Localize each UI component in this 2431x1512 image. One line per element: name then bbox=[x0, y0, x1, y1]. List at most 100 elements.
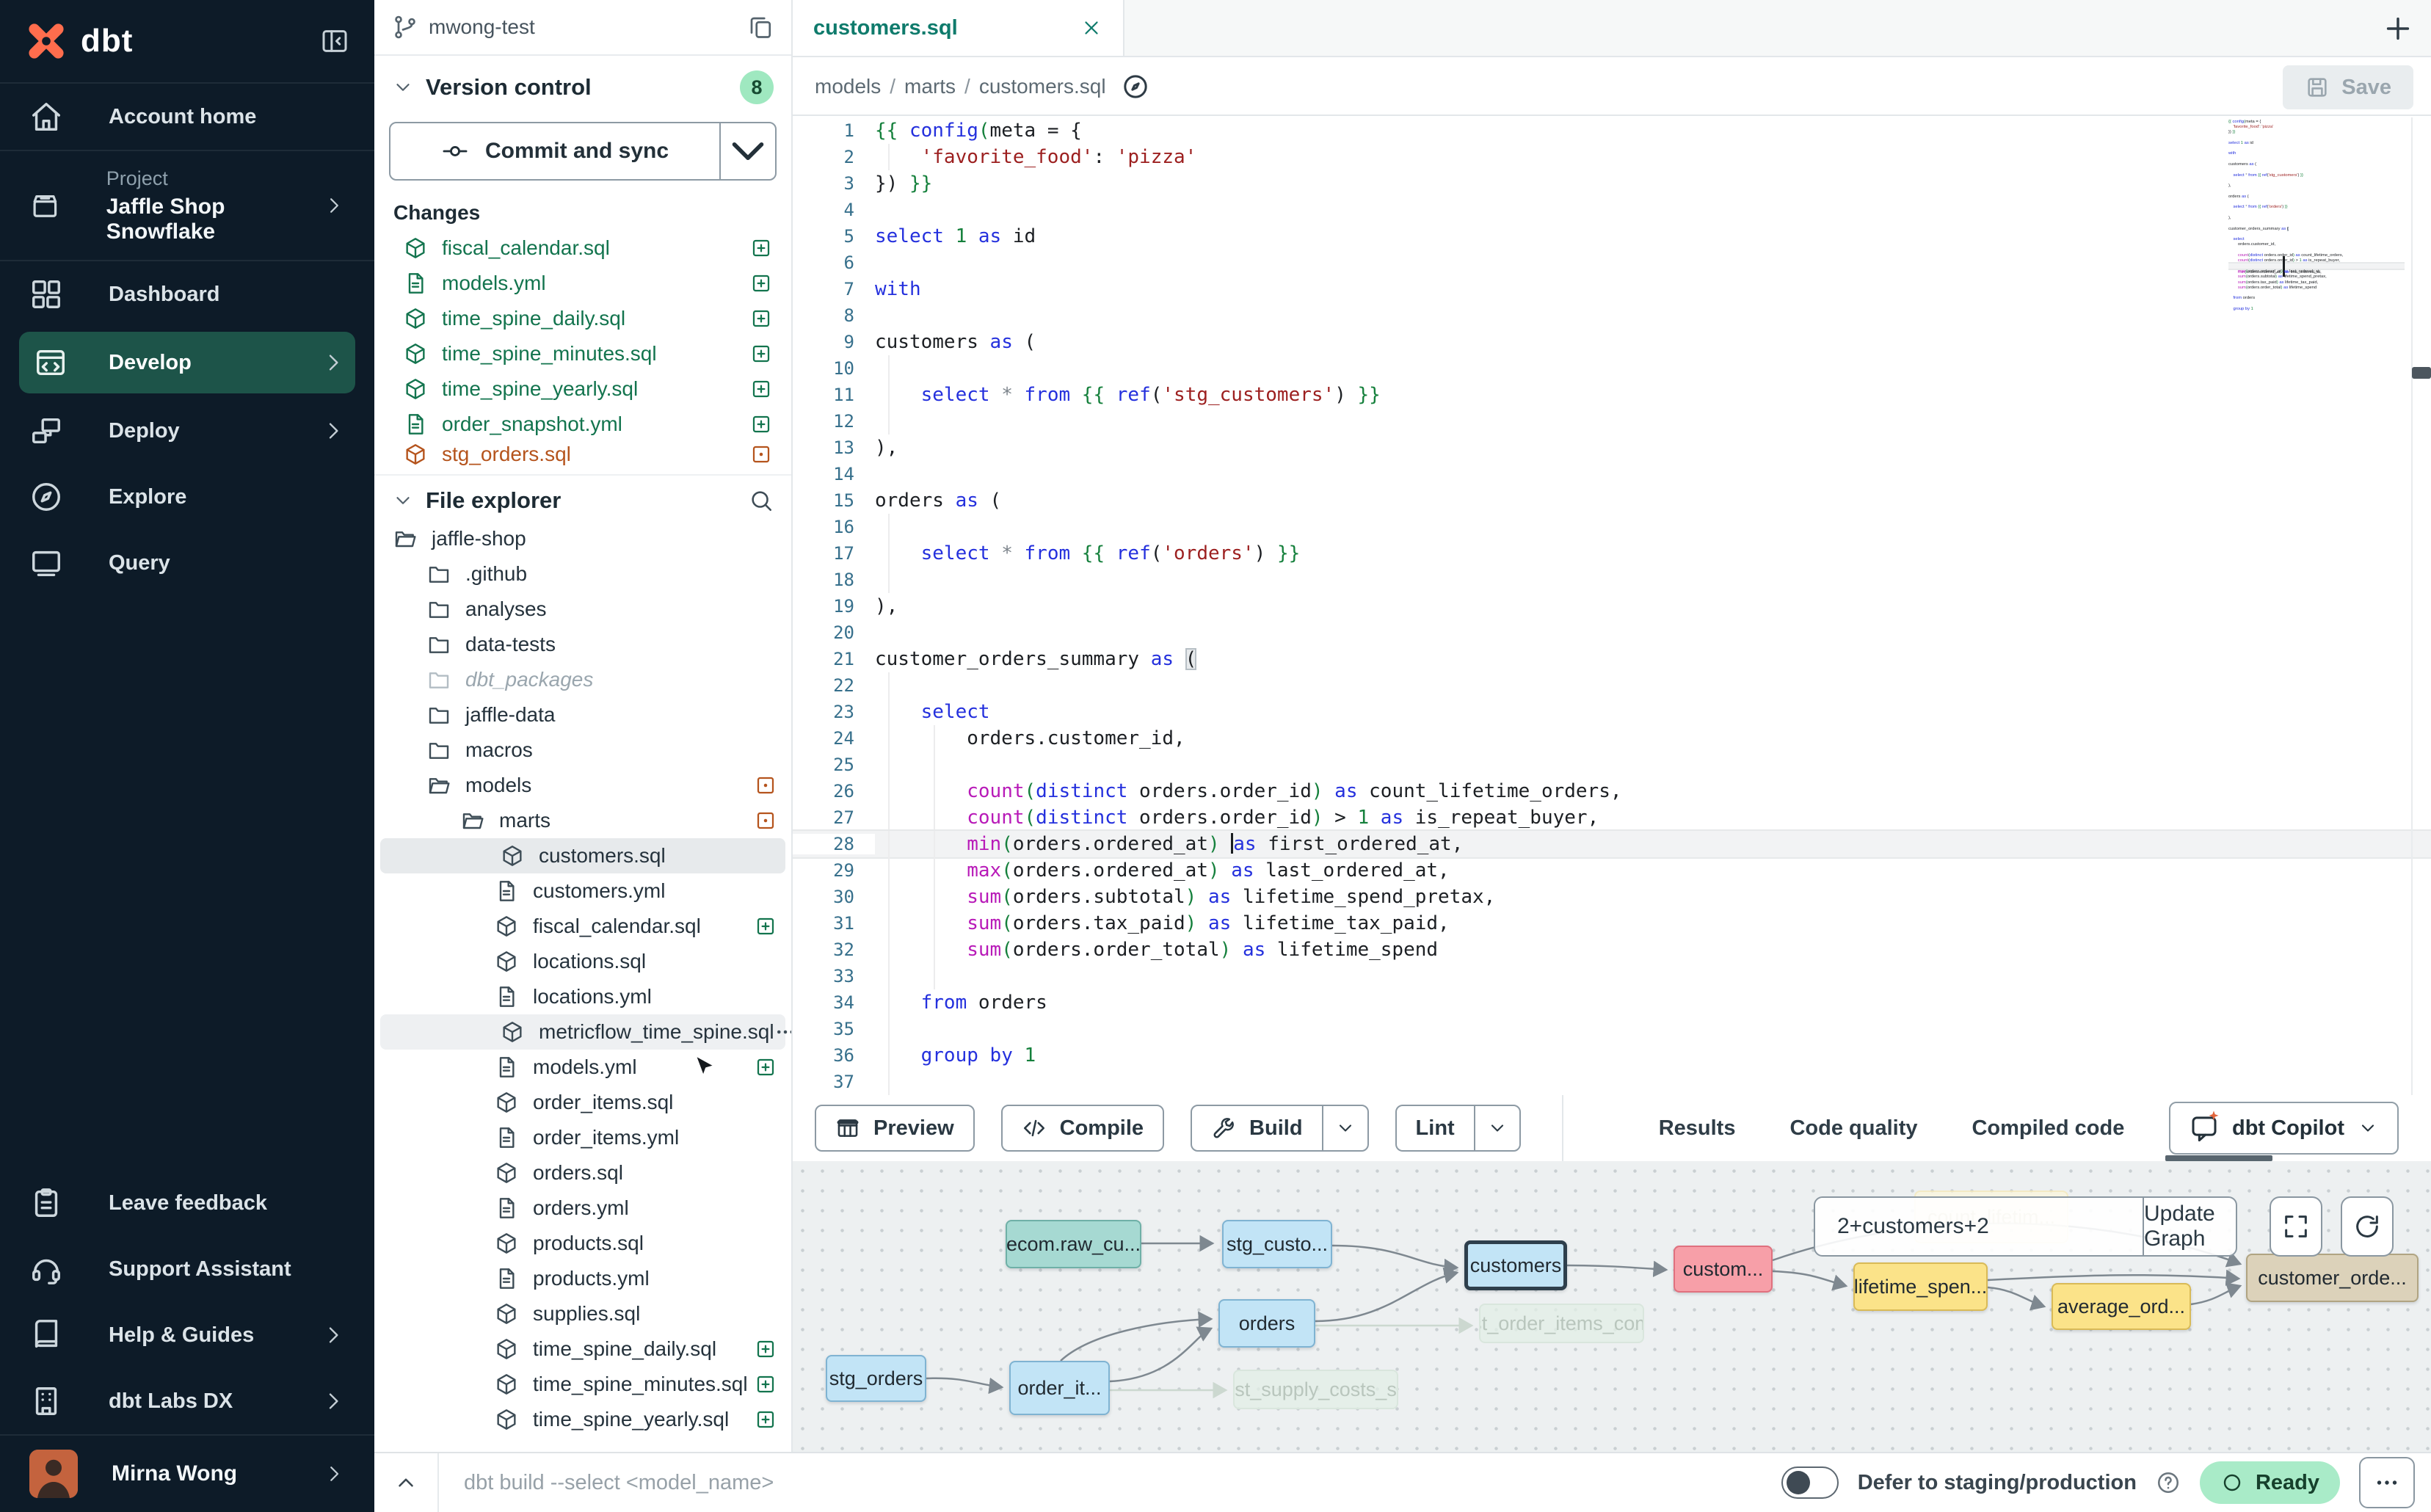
code-line[interactable]: 36 group by 1 bbox=[793, 1042, 2431, 1069]
fullscreen-button[interactable] bbox=[2270, 1196, 2322, 1257]
code-line[interactable]: 30 sum(orders.subtotal) as lifetime_spen… bbox=[793, 884, 2431, 910]
commit-options-dropdown[interactable] bbox=[719, 123, 775, 179]
code-line[interactable]: 35 bbox=[793, 1016, 2431, 1042]
compile-button[interactable]: Compile bbox=[1000, 1105, 1165, 1152]
refresh-button[interactable] bbox=[2341, 1196, 2394, 1257]
code-line[interactable]: 24 orders.customer_id, bbox=[2228, 242, 2276, 247]
file-row-metricflow-time-spine.sql[interactable]: metricflow_time_spine.sql bbox=[380, 1014, 791, 1050]
lineage-node-stg_custo...[interactable]: stg_custo... bbox=[1222, 1220, 1332, 1268]
lineage-node-ecom.raw_cu...[interactable]: ecom.raw_cu... bbox=[1006, 1220, 1141, 1268]
code-line[interactable]: 2 'favorite_food': 'pizza' bbox=[793, 144, 2431, 170]
code-editor[interactable]: 1{{ config(meta = {2 'favorite_food': 'p… bbox=[793, 117, 2431, 1095]
stage-plus-icon[interactable] bbox=[755, 1373, 777, 1395]
code-line[interactable]: 24 orders.customer_id, bbox=[793, 725, 2431, 752]
code-line[interactable]: 6 bbox=[793, 250, 2431, 276]
stage-plus-icon[interactable] bbox=[750, 237, 772, 259]
code-line[interactable]: 19), bbox=[2228, 215, 2231, 220]
lineage-selector-input[interactable] bbox=[1815, 1198, 2143, 1255]
sidebar-item-deploy[interactable]: Deploy bbox=[0, 398, 374, 464]
file-row-time-spine-yearly.sql[interactable]: time_spine_yearly.sql bbox=[374, 1402, 791, 1437]
file-row-models.yml[interactable]: models.yml bbox=[374, 1050, 791, 1085]
explore-compass-icon[interactable] bbox=[1121, 72, 1150, 101]
sidebar-item-account-home[interactable]: Account home bbox=[0, 84, 374, 150]
code-line[interactable]: 31 sum(orders.tax_paid) as lifetime_tax_… bbox=[2237, 280, 2319, 285]
code-line[interactable]: 33 bbox=[2228, 291, 2405, 296]
sidebar-item-dashboard[interactable]: Dashboard bbox=[0, 261, 374, 327]
status-badge[interactable]: Ready bbox=[2199, 1461, 2340, 1504]
file-row-customers.yml[interactable]: customers.yml bbox=[374, 873, 791, 909]
sidebar-item-explore[interactable]: Explore bbox=[0, 464, 374, 530]
file-row-marts[interactable]: marts bbox=[374, 803, 791, 838]
expand-command-bar-button[interactable] bbox=[374, 1453, 439, 1512]
breadcrumb-marts[interactable]: marts bbox=[904, 75, 956, 98]
lineage-node-test_order_items_com...[interactable]: test_order_items_com... bbox=[1479, 1304, 1644, 1343]
sidebar-item-dbt-labs-dx[interactable]: dbt Labs DX bbox=[0, 1368, 374, 1434]
code-line[interactable]: 30 sum(orders.subtotal) as lifetime_spen… bbox=[2237, 275, 2327, 280]
code-line[interactable]: 20 bbox=[2228, 221, 2405, 226]
code-line[interactable]: 23 select bbox=[793, 699, 2431, 725]
file-row-products.sql[interactable]: products.sql bbox=[374, 1226, 791, 1261]
file-row-locations.sql[interactable]: locations.sql bbox=[374, 944, 791, 979]
code-line[interactable]: 28 min(orders.ordered_at) as first_order… bbox=[2228, 255, 2405, 277]
lint-options-dropdown[interactable] bbox=[1473, 1106, 1519, 1150]
sidebar-item-leave-feedback[interactable]: Leave feedback bbox=[0, 1170, 374, 1236]
tab-results[interactable]: Results bbox=[1658, 1116, 1736, 1140]
file-row-time-spine-daily.sql[interactable]: time_spine_daily.sql bbox=[374, 1331, 791, 1367]
file-row-jaffle-data[interactable]: jaffle-data bbox=[374, 697, 791, 733]
stage-plus-icon[interactable] bbox=[750, 378, 772, 400]
sidebar-item-support-assistant[interactable]: Support Assistant bbox=[0, 1236, 374, 1302]
file-row-orders.sql[interactable]: orders.sql bbox=[374, 1155, 791, 1191]
sidebar-item-help-guides[interactable]: Help & Guides bbox=[0, 1302, 374, 1368]
code-line[interactable]: 33 bbox=[793, 963, 2431, 989]
dbt-copilot-button[interactable]: dbt Copilot bbox=[2168, 1102, 2399, 1155]
code-line[interactable]: 36 group by 1 bbox=[2233, 307, 2253, 312]
code-line[interactable]: 26 count(distinct orders.order_id) as co… bbox=[793, 778, 2431, 804]
user-menu[interactable]: Mirna Wong bbox=[0, 1436, 374, 1512]
stage-plus-icon[interactable] bbox=[750, 308, 772, 330]
code-line[interactable]: 34 from orders bbox=[793, 989, 2431, 1016]
lineage-node-lifetime_spen...[interactable]: lifetime_spen... bbox=[1853, 1262, 1988, 1311]
file-row-jaffle-shop[interactable]: jaffle-shop bbox=[374, 521, 791, 556]
update-graph-button[interactable]: Update Graph bbox=[2143, 1198, 2236, 1255]
lineage-node-customer_orde...[interactable]: customer_orde... bbox=[2246, 1254, 2419, 1302]
change-row[interactable]: order_snapshot.yml bbox=[374, 407, 791, 442]
code-line[interactable]: 13), bbox=[2228, 183, 2231, 189]
save-button[interactable]: Save bbox=[2283, 65, 2413, 109]
lineage-node-custom...[interactable]: custom... bbox=[1674, 1246, 1773, 1293]
code-line[interactable]: 4 bbox=[2228, 135, 2405, 140]
change-row[interactable]: time_spine_minutes.sql bbox=[374, 336, 791, 371]
stage-plus-icon[interactable] bbox=[750, 413, 772, 435]
code-line[interactable]: 2 'favorite_food': 'pizza' bbox=[2233, 124, 2274, 129]
change-row[interactable]: fiscal_calendar.sql bbox=[374, 230, 791, 266]
code-line[interactable]: 3}) }} bbox=[2228, 130, 2236, 135]
sidebar-item-develop[interactable]: Develop bbox=[19, 332, 355, 393]
code-line[interactable]: 29 max(orders.ordered_at) as last_ordere… bbox=[793, 857, 2431, 884]
minimap[interactable]: 1{{ config(meta = {2 'favorite_food': 'p… bbox=[2228, 119, 2405, 324]
code-line[interactable]: 34 from orders bbox=[2233, 296, 2256, 301]
version-control-header[interactable]: Version control 8 bbox=[374, 56, 791, 110]
file-row-time-spine-minutes.sql[interactable]: time_spine_minutes.sql bbox=[374, 1367, 791, 1402]
file-row-locations.yml[interactable]: locations.yml bbox=[374, 979, 791, 1014]
code-line[interactable]: 35 bbox=[2228, 301, 2405, 306]
stage-plus-icon[interactable] bbox=[750, 272, 772, 294]
code-line[interactable]: 8 bbox=[2228, 156, 2405, 161]
defer-toggle[interactable] bbox=[1781, 1466, 1839, 1499]
file-row-dbt-packages[interactable]: dbt_packages bbox=[374, 662, 791, 697]
file-row-.github[interactable]: .github bbox=[374, 556, 791, 592]
code-line[interactable]: 6 bbox=[2228, 145, 2405, 150]
build-options-dropdown[interactable] bbox=[1321, 1106, 1367, 1150]
new-tab-button[interactable] bbox=[2381, 12, 2415, 46]
code-line[interactable]: 22 bbox=[793, 672, 2431, 699]
code-line[interactable]: 4 bbox=[793, 197, 2431, 223]
close-icon[interactable] bbox=[1080, 17, 1102, 39]
tab-customers-sql[interactable]: customers.sql bbox=[793, 0, 1124, 56]
lineage-node-test_supply_costs_s...[interactable]: test_supply_costs_s... bbox=[1233, 1370, 1398, 1409]
command-input[interactable]: dbt build --select <model_name> bbox=[464, 1470, 774, 1494]
code-line[interactable]: 26 count(distinct orders.order_id) as co… bbox=[2237, 253, 2344, 258]
code-line[interactable]: 13), bbox=[793, 435, 2431, 461]
